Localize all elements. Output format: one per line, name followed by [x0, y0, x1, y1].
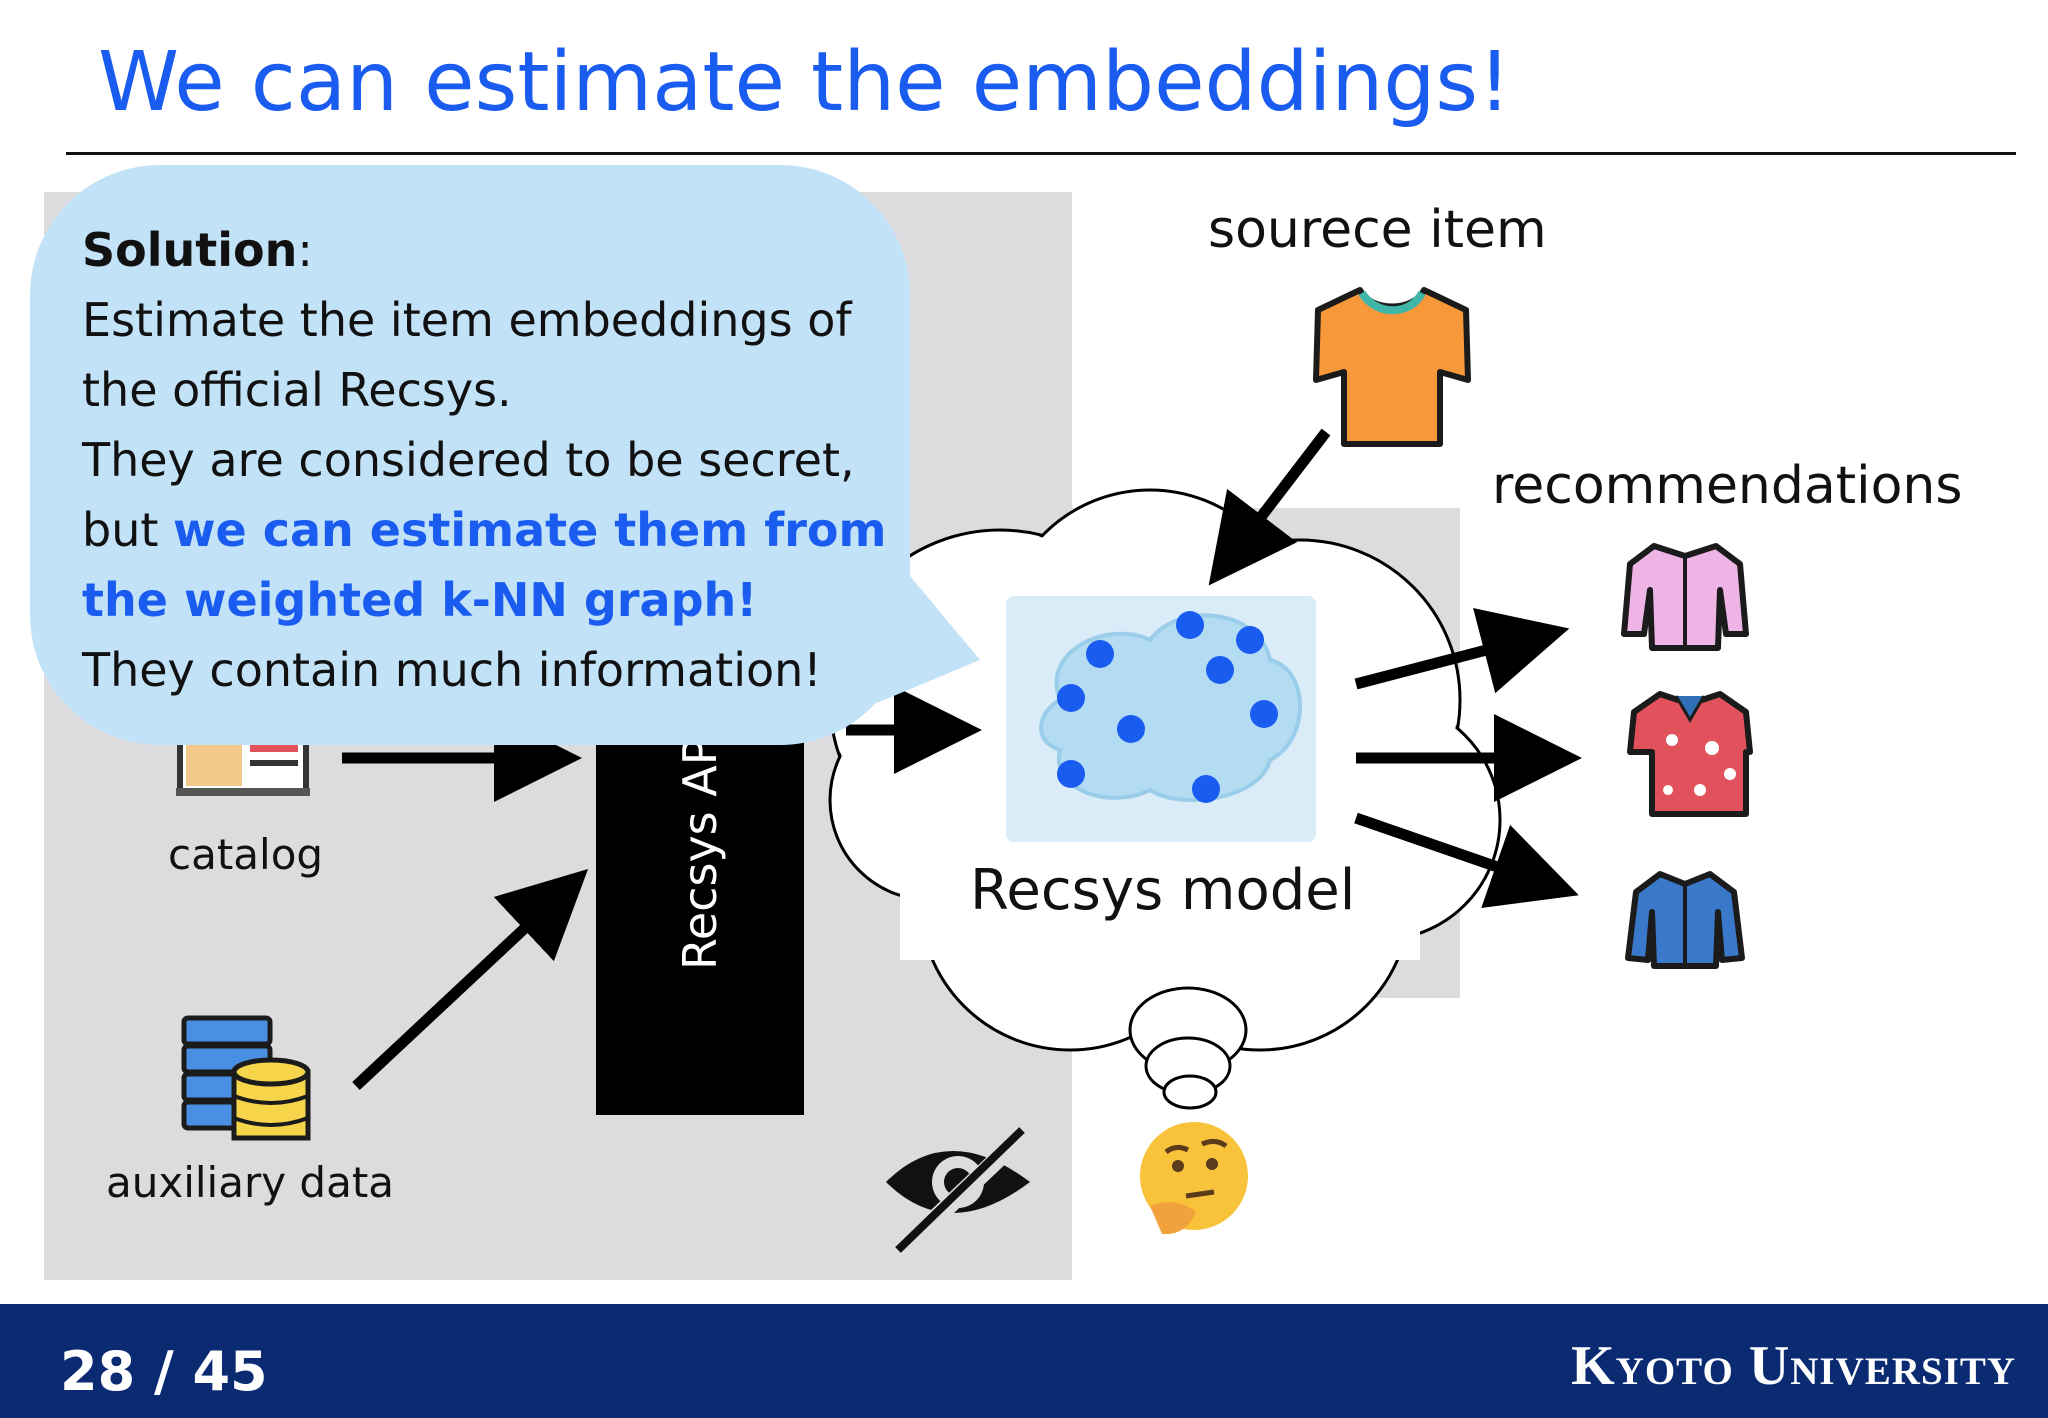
recommendations-label: recommendations — [1492, 456, 1963, 516]
slide-footer — [0, 1304, 2048, 1418]
callout-line-5-highlight: the weighted k-NN graph! — [82, 573, 758, 627]
recsys-model-label: Recsys model — [970, 858, 1356, 923]
title-divider — [66, 152, 2016, 155]
recsys-api-block — [596, 725, 804, 1115]
auxiliary-data-label: auxiliary data — [106, 1158, 395, 1207]
page-number: 28 / 45 — [60, 1340, 268, 1403]
slide-title: We can estimate the embeddings! — [98, 35, 1512, 130]
solution-callout-bubble — [30, 165, 910, 745]
flow-arrows — [342, 428, 1582, 1091]
hawaiian-shirt-icon — [1627, 691, 1753, 817]
orange-tshirt-icon — [1313, 287, 1471, 447]
catalog-label: catalog — [168, 830, 324, 879]
callout-line-3: They are considered to be secret, — [82, 433, 855, 487]
hidden-eye-icon — [886, 1127, 1031, 1257]
university-logo-text: Kyoto University — [1571, 1335, 2016, 1397]
database-server-icon — [181, 1015, 311, 1141]
callout-line-1: Estimate the item embeddings of — [82, 293, 852, 347]
thinking-face-icon — [1140, 1122, 1248, 1235]
embedding-dots — [1057, 611, 1278, 803]
callout-line-4-highlight: we can estimate them from — [173, 503, 887, 557]
source-item-label: sourece item — [1208, 200, 1547, 260]
denim-shirt-icon — [1625, 871, 1745, 969]
callout-line-4-prefix: but — [82, 503, 174, 557]
callout-line-2: the official Recsys. — [82, 363, 512, 417]
solution-label: Solution — [82, 223, 298, 277]
pink-shirt-icon — [1621, 543, 1749, 651]
solution-callout-text: Solution: Estimate the item embeddings o… — [82, 215, 902, 705]
callout-line-6: They contain much information! — [82, 643, 822, 697]
solution-colon: : — [297, 223, 313, 277]
